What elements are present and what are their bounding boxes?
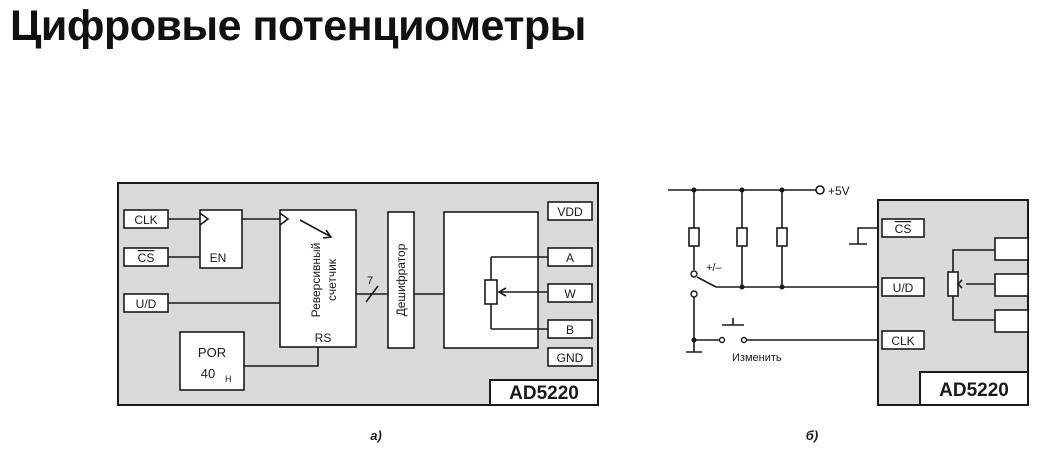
bus-width-label: 7	[367, 275, 373, 287]
counter-arrowhead	[322, 229, 333, 239]
wiper-arrow-b	[956, 279, 963, 289]
counter-rs-label: RS	[315, 331, 332, 345]
switch-contact-bottom	[690, 290, 698, 298]
resistor-leads-top	[693, 190, 783, 228]
pin-a-label-a: A	[566, 251, 574, 265]
por-block	[179, 331, 245, 391]
por-value: 40	[201, 366, 215, 381]
pin-vdd-label-a: VDD	[557, 205, 583, 219]
pin-clk-b	[881, 330, 925, 350]
supply-label: +5V	[828, 184, 850, 198]
pin-w-a	[547, 283, 593, 303]
wiper-arrow-a	[497, 287, 507, 297]
decoder-block	[387, 211, 415, 349]
button-label: Изменить	[732, 352, 782, 364]
switch-label: +/–	[706, 262, 722, 274]
pin-b-b	[994, 309, 1029, 333]
switch-contact-top	[690, 270, 698, 278]
junction-ud	[739, 284, 745, 290]
chip-name-a: AD5220	[509, 383, 579, 404]
pot-resistor-b	[947, 271, 959, 297]
junction-2	[739, 187, 745, 193]
pullup-resistor-3	[776, 227, 788, 247]
por-label: POR	[198, 345, 226, 360]
diagram-a: AD5220 CLK CS U/D EN Реверсивный счетчик…	[117, 182, 599, 443]
pin-w-b	[994, 273, 1029, 297]
pin-cs-label-a: CS	[138, 251, 155, 265]
resistor-leads-bottom	[741, 246, 783, 287]
junction-1	[691, 187, 697, 193]
pot-wiring-b	[952, 249, 995, 321]
counter-label-2: счетчик	[325, 258, 339, 301]
decoder-label: Дешифратор	[394, 243, 408, 316]
pin-w-label-a: W	[564, 287, 576, 301]
pin-cs-label-b: CS	[895, 222, 912, 236]
button-contact-right	[740, 336, 748, 344]
chip-name-b: AD5220	[939, 380, 1009, 401]
pin-ud-b	[881, 277, 925, 297]
pullup-resistor-2	[736, 227, 748, 247]
pin-b-label-a: B	[566, 323, 574, 337]
junction-ud-2	[779, 284, 785, 290]
bus-slash	[365, 285, 379, 303]
counter-arrow	[299, 219, 331, 237]
supply-terminal	[815, 185, 825, 195]
por-subscript: H	[225, 374, 232, 384]
counter-label-1: Реверсивный	[309, 243, 323, 318]
counter-clock-marker	[279, 212, 290, 226]
pin-vdd-a	[547, 201, 593, 221]
slide-title: Цифровые потенциометры	[10, 2, 586, 50]
pullup-resistor-1	[688, 227, 700, 247]
pin-clk-label-a: CLK	[134, 213, 157, 227]
pin-gnd-a	[547, 347, 593, 367]
caption-b: б)	[806, 428, 818, 443]
button-contact-left	[718, 336, 726, 344]
switch-blade	[696, 276, 717, 288]
button-wiring	[694, 318, 878, 341]
en-label: EN	[210, 251, 227, 265]
pin-gnd-label-a: GND	[557, 351, 584, 365]
en-clock-marker	[199, 212, 210, 226]
pin-a-b	[994, 237, 1029, 261]
diagram-b: +5V +/– Изменить AD5220 CS	[668, 184, 1029, 443]
pin-ud-label-a: U/D	[136, 297, 157, 311]
pin-ud-label-b: U/D	[893, 281, 914, 295]
pin-clk-label-b: CLK	[891, 334, 914, 348]
chip-name-box-a	[489, 379, 599, 406]
pot-resistor-a	[484, 279, 498, 305]
chip-name-box-b	[919, 371, 1029, 406]
ground-symbol-1	[686, 340, 702, 353]
caption-a: а)	[370, 428, 382, 443]
junction-3	[779, 187, 785, 193]
pin-cs-b	[881, 218, 925, 238]
cs-ground	[849, 227, 878, 245]
